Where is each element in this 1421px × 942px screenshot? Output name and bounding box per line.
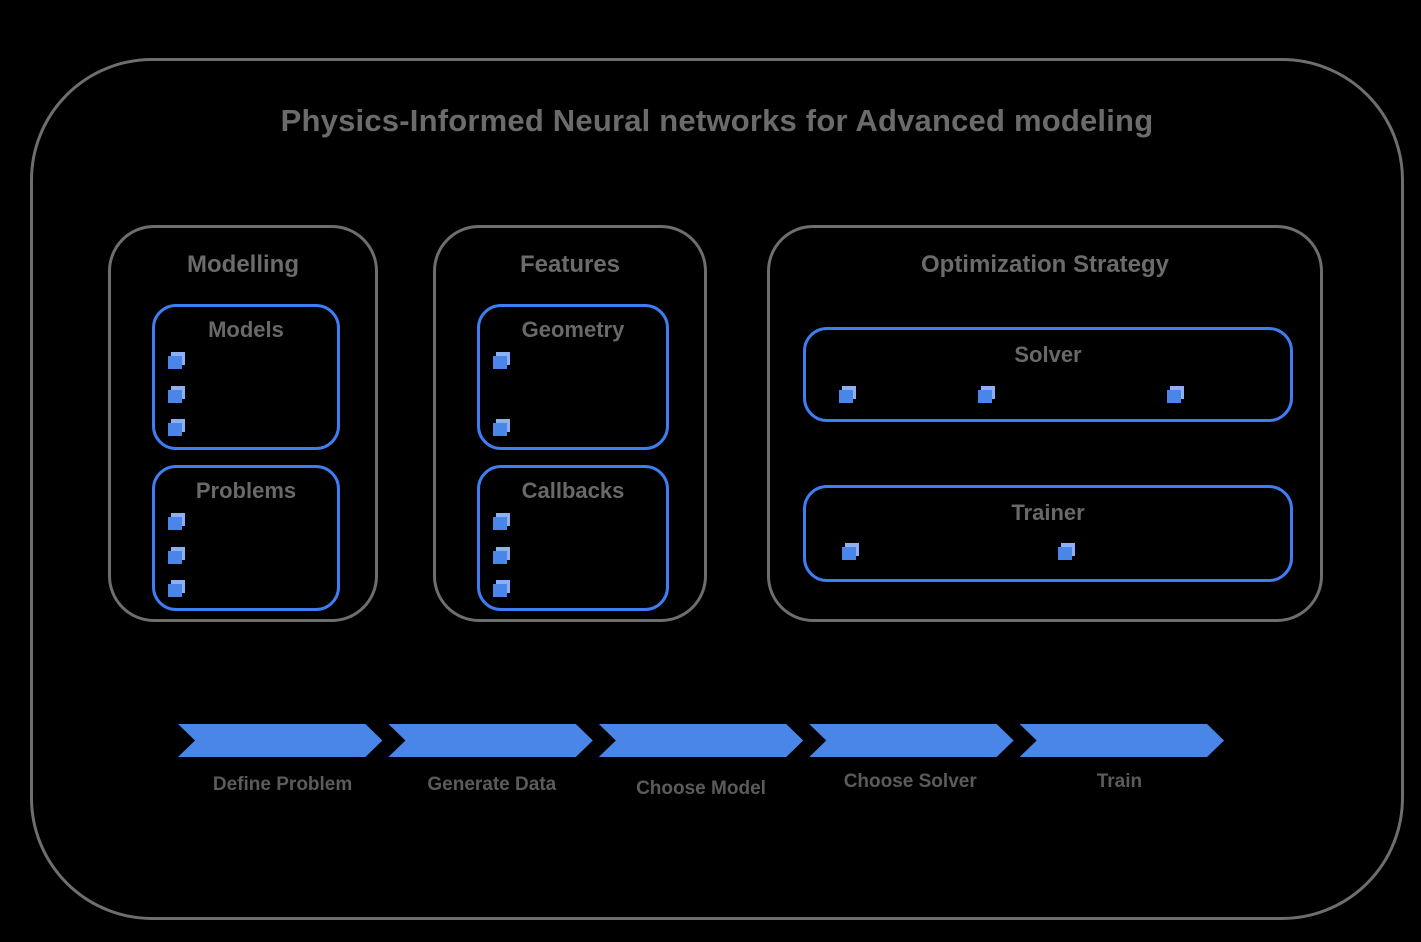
cube-icon (168, 513, 185, 530)
step-label-define-problem: Define Problem (212, 774, 353, 795)
subbox-problems-label: Problems (195, 478, 297, 503)
subbox-problems: Problems (152, 465, 340, 611)
group-features-label: Features (519, 251, 621, 278)
cube-icon (168, 385, 185, 403)
cube-icon (1058, 543, 1075, 560)
subbox-models: Models (152, 304, 340, 450)
arrow-segment-2 (388, 724, 592, 757)
cube-icon (493, 352, 510, 369)
pipeline-arrow (178, 724, 1224, 757)
subbox-callbacks-label: Callbacks (521, 478, 625, 503)
subbox-trainer: Trainer (803, 485, 1293, 582)
group-modelling: Modelling Models Problems (108, 225, 378, 622)
cube-icon (1167, 386, 1184, 403)
arrow-segment-3 (599, 724, 803, 757)
cube-icon (839, 386, 856, 403)
subbox-geometry: Geometry (477, 304, 669, 450)
cube-icon (168, 580, 185, 597)
group-optimization-strategy: Optimization Strategy Solver Trainer (767, 225, 1323, 622)
callbacks-cube-list (493, 513, 510, 597)
solver-cube-list (839, 386, 1290, 403)
arrow-segment-5 (1020, 724, 1224, 757)
subbox-solver: Solver (803, 327, 1293, 422)
pipeline-step-labels: Define Problem Generate Data Choose Mode… (178, 771, 1224, 799)
cube-icon (168, 419, 185, 436)
step-label-choose-solver: Choose Solver (843, 771, 977, 792)
problems-cube-list (168, 513, 185, 597)
cube-icon (493, 513, 510, 530)
main-container: Physics-Informed Neural networks for Adv… (30, 58, 1404, 920)
trainer-cube-list (842, 543, 1290, 560)
arrow-segment-4 (809, 724, 1013, 757)
diagram-title: Physics-Informed Neural networks for Adv… (280, 103, 1154, 138)
cube-icon (493, 419, 510, 436)
cube-icon (168, 546, 185, 564)
cube-icon (168, 352, 185, 369)
cube-icon (842, 543, 859, 560)
group-features: Features Geometry Callbacks (433, 225, 707, 622)
step-label-choose-model: Choose Model (636, 778, 766, 799)
step-label-generate-data: Generate Data (427, 774, 557, 795)
subbox-callbacks: Callbacks (477, 465, 669, 611)
step-label-train: Train (1096, 771, 1143, 792)
models-cube-list (168, 352, 185, 436)
subbox-trainer-label: Trainer (1011, 500, 1085, 525)
subbox-models-label: Models (208, 317, 284, 342)
cube-icon (978, 386, 995, 403)
subbox-geometry-label: Geometry (521, 317, 625, 342)
geometry-cube-list (493, 352, 510, 436)
group-optimization-label: Optimization Strategy (920, 251, 1170, 278)
cube-icon (493, 546, 510, 564)
subbox-solver-label: Solver (1014, 342, 1082, 367)
arrow-segment-1 (178, 724, 382, 757)
group-modelling-label: Modelling (187, 251, 299, 278)
cube-icon (493, 580, 510, 597)
